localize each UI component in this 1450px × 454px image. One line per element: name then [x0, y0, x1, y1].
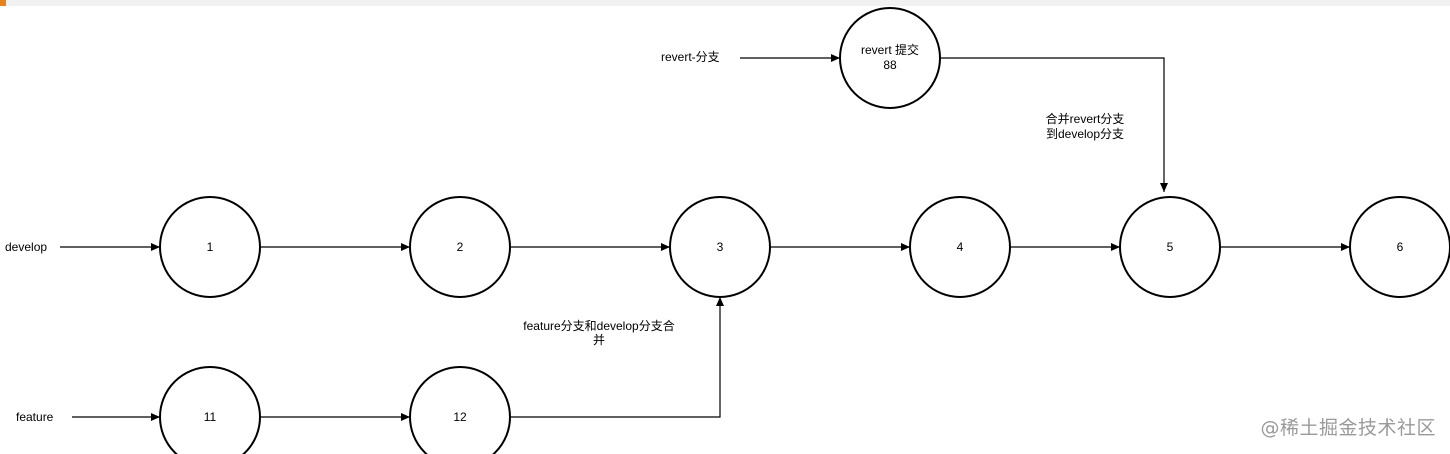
commit-node-2-label: 2 — [457, 240, 464, 254]
commit-node-6[interactable]: 6 — [1349, 196, 1450, 298]
branch-label-feature: feature — [16, 410, 54, 424]
commit-node-4-label: 4 — [957, 240, 964, 254]
commit-node-11-label: 11 — [204, 410, 217, 424]
commit-node-1-label: 1 — [207, 240, 214, 254]
merge-feature-annotation-line1: feature分支和develop分支合 — [523, 318, 674, 333]
merge-revert-annotation-line1: 合并revert分支 — [1046, 111, 1125, 126]
commit-node-revert-88[interactable]: revert 提交 88 — [839, 7, 941, 109]
commit-node-3-label: 3 — [717, 240, 724, 254]
merge-revert-annotation-line2: 到develop分支 — [1046, 127, 1124, 141]
commit-node-4[interactable]: 4 — [909, 196, 1011, 298]
branch-label-develop: develop — [5, 240, 47, 254]
commit-node-5[interactable]: 5 — [1119, 196, 1221, 298]
branch-label-revert: revert-分支 — [661, 50, 720, 64]
watermark-text: @稀土掘金技术社区 — [1260, 417, 1436, 439]
commit-node-11[interactable]: 11 — [159, 366, 261, 454]
top-toolbar-strip — [0, 0, 1450, 6]
merge-feature-annotation-line2: 并 — [593, 333, 605, 347]
edge-12-merge-to-3 — [510, 297, 724, 418]
revert-node-label-line1: revert 提交 — [861, 42, 919, 57]
edge-88-merge-to-5 — [940, 57, 1168, 192]
commit-node-3[interactable]: 3 — [669, 196, 771, 298]
app-logo-icon — [0, 0, 6, 6]
commit-node-12-label: 12 — [453, 410, 467, 424]
commit-node-1[interactable]: 1 — [159, 196, 261, 298]
commit-node-5-label: 5 — [1167, 240, 1174, 254]
commit-node-6-label: 6 — [1397, 240, 1404, 254]
commit-node-12[interactable]: 12 — [409, 366, 511, 454]
commit-node-2[interactable]: 2 — [409, 196, 511, 298]
revert-node-label-line2: 88 — [883, 58, 897, 72]
